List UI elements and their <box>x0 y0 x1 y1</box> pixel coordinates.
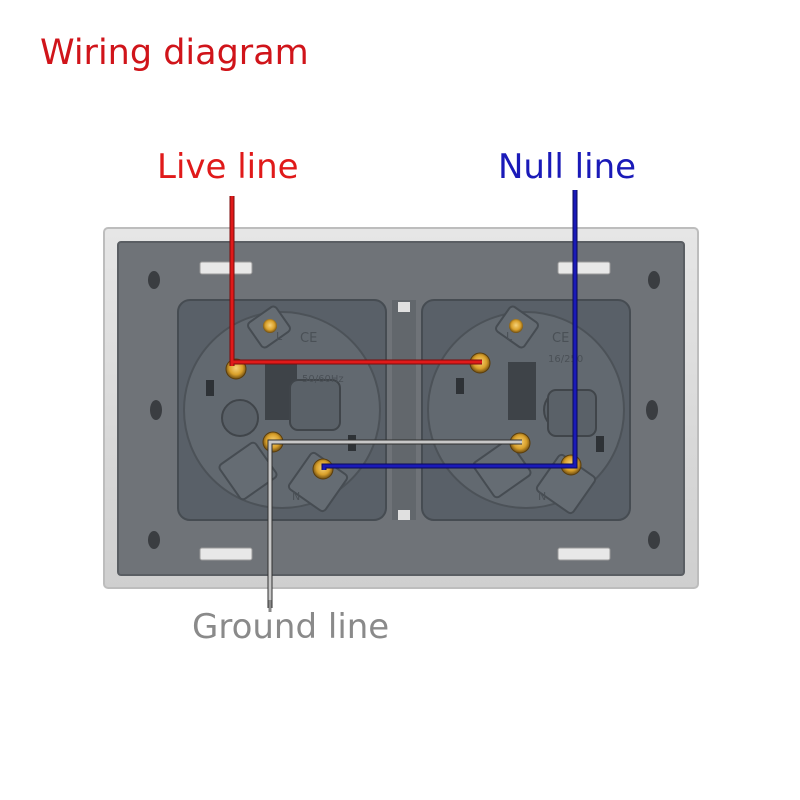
ground-line-label: Ground line <box>192 607 390 647</box>
frame-clips <box>199 261 611 561</box>
neutral-symbol-left: N <box>292 490 300 503</box>
right-socket-module <box>421 299 631 521</box>
live-wire <box>229 196 482 366</box>
null-wire <box>321 190 578 470</box>
page-title: Wiring diagram <box>40 33 309 73</box>
ce-mark-left: CE <box>300 331 317 346</box>
live-symbol-right: L <box>506 330 513 343</box>
rating-mark-right: 16/250 <box>548 354 583 365</box>
ground-wire <box>267 439 522 612</box>
null-line-label: Null line <box>498 147 637 187</box>
live-symbol-left: L <box>276 330 283 343</box>
live-line-label: Live line <box>157 147 299 187</box>
center-divider <box>392 300 416 520</box>
ce-mark-right: CE <box>552 331 569 346</box>
rating-mark-left: 50/60Hz <box>302 374 344 385</box>
neutral-symbol-right: N <box>538 490 546 503</box>
screw-holes <box>148 271 660 549</box>
